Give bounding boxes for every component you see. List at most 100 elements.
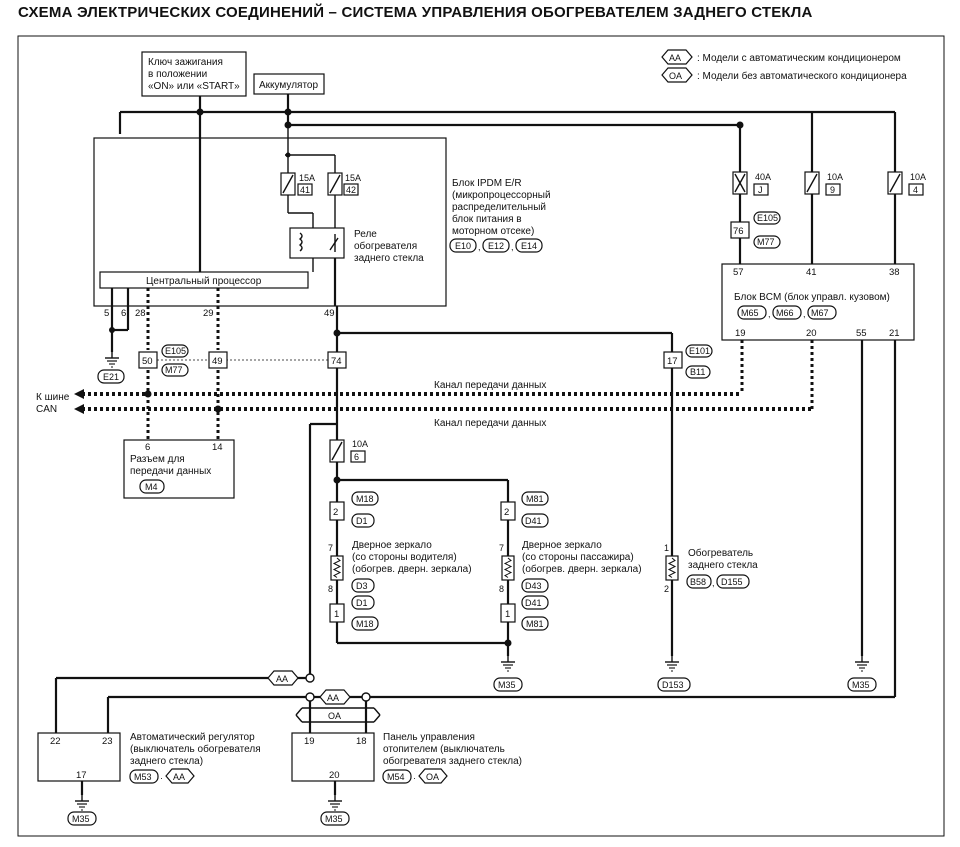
ignition-label-3: «ON» или «START» bbox=[148, 81, 240, 92]
rear-heater-conn-d155: D155 bbox=[721, 577, 743, 587]
svg-text:,: , bbox=[478, 242, 481, 252]
ipdm-label-1: Блок IPDM E/R bbox=[452, 178, 522, 189]
battery-label: Аккумулятор bbox=[259, 80, 318, 91]
mirror-driver-conn-d1b: D1 bbox=[356, 598, 368, 608]
relay-icon bbox=[289, 227, 345, 259]
jc76-conn-m77: M77 bbox=[757, 237, 775, 247]
mirror-pass-label-2: (со стороны пассажира) bbox=[522, 552, 634, 563]
jc-conn-m77: M77 bbox=[165, 365, 183, 375]
fuse-j-num: J bbox=[758, 185, 763, 195]
jc76-conn-e105: E105 bbox=[757, 213, 778, 223]
tag-aa-2: AA bbox=[327, 693, 339, 703]
mirror-pass-label-3: (обогрев. дверн. зеркала) bbox=[522, 563, 642, 575]
bcm-label: Блок BCM (блок управл. кузовом) bbox=[734, 291, 890, 303]
ground-e21: E21 bbox=[103, 372, 119, 382]
heater-panel-tag: OA bbox=[426, 772, 439, 782]
ipdm-pin-28: 28 bbox=[135, 308, 146, 319]
ipdm-pin-49: 49 bbox=[324, 308, 335, 319]
auto-reg-pin-22: 22 bbox=[50, 736, 61, 747]
fuse-j-amp: 40A bbox=[755, 172, 771, 182]
ground-m35-3: M35 bbox=[72, 814, 90, 824]
cpu-box bbox=[99, 271, 309, 289]
jc17-pin: 17 bbox=[667, 356, 678, 367]
oa-tag-icon bbox=[661, 67, 693, 83]
rear-heater-pin-2: 2 bbox=[664, 584, 669, 594]
relay-label-3: заднего стекла bbox=[354, 253, 424, 264]
mirror-driver-label-3: (обогрев. дверн. зеркала) bbox=[352, 563, 472, 575]
mirror-driver-conn-bot: M18 bbox=[356, 619, 374, 629]
rear-heater-label-1: Обогреватель bbox=[688, 547, 753, 559]
mirror-pass-pin-2: 2 bbox=[504, 507, 509, 518]
mirror-pass-conn-d41b: D41 bbox=[525, 598, 542, 608]
battery-box: Аккумулятор bbox=[253, 73, 325, 95]
bcm-pin-57: 57 bbox=[733, 267, 744, 278]
mirror-driver-pin-7: 7 bbox=[328, 543, 333, 553]
legend-aa-text: : Модели с автоматическим кондиционером bbox=[697, 53, 901, 64]
mirror-driver-label-1: Дверное зеркало bbox=[352, 540, 432, 551]
auto-reg-label-2: (выключатель обогревателя bbox=[130, 743, 261, 755]
heater-panel-pin-19: 19 bbox=[304, 736, 315, 747]
bcm-pin-21: 21 bbox=[889, 328, 900, 339]
auto-regulator: 22 23 17 Автоматический регулятор (выклю… bbox=[37, 732, 261, 784]
aa-tag-icon bbox=[661, 49, 693, 65]
ignition-label-1: Ключ зажигания bbox=[148, 57, 223, 68]
can-line-2-label: Канал передачи данных bbox=[434, 418, 546, 429]
mirror-driver: M18 2 D1 7 8 Дверное зеркало (со стороны… bbox=[328, 491, 472, 643]
fuse41-num: 41 bbox=[300, 185, 310, 195]
ipdm-label-5: моторном отсеке) bbox=[452, 226, 534, 237]
jc-pin-74: 74 bbox=[331, 356, 342, 367]
fuse6-amp: 10A bbox=[352, 439, 368, 449]
legend-aa-code: AA bbox=[669, 53, 681, 63]
bcm-conn-m65: M65 bbox=[741, 308, 759, 318]
data-link-connector: 6 14 Разъем для передачи данных M4 bbox=[123, 439, 235, 499]
jc-pin-49: 49 bbox=[212, 356, 223, 367]
fuse-4-amp: 10A bbox=[910, 172, 926, 182]
ipdm-label-2: (микропроцессорный bbox=[452, 190, 551, 201]
ipdm-conn-e10: E10 bbox=[455, 241, 471, 251]
can-label-1: К шине bbox=[36, 392, 70, 403]
mirror-pass-conn-top: M81 bbox=[526, 494, 544, 504]
ground-m35-4: M35 bbox=[325, 814, 343, 824]
svg-text:,: , bbox=[768, 309, 771, 319]
bcm-pin-38: 38 bbox=[889, 267, 900, 278]
svg-text:·: · bbox=[160, 773, 163, 783]
auto-reg-label-1: Автоматический регулятор bbox=[130, 732, 255, 743]
ipdm-label-4: блок питания в bbox=[452, 213, 522, 225]
bcm-conn-m66: M66 bbox=[776, 308, 794, 318]
auto-reg-pin-17: 17 bbox=[76, 770, 87, 781]
dlc-label-1: Разъем для bbox=[130, 454, 185, 465]
dlc-pin-14: 14 bbox=[212, 442, 223, 453]
jc-pin-50: 50 bbox=[142, 356, 153, 367]
mirror-driver-pin-2: 2 bbox=[333, 507, 338, 518]
mirror-driver-pin-8: 8 bbox=[328, 584, 333, 594]
auto-reg-pin-23: 23 bbox=[102, 736, 113, 747]
can-label-2: CAN bbox=[36, 404, 57, 415]
heater-panel-label-1: Панель управления bbox=[383, 732, 475, 743]
tag-aa-1: AA bbox=[276, 674, 288, 684]
svg-text:·: · bbox=[413, 773, 416, 783]
mirror-passenger: M81 2 D41 7 8 Дверное зеркало (со сторон… bbox=[499, 491, 642, 656]
legend-oa-text: : Модели без автоматического кондиционер… bbox=[697, 70, 907, 82]
heater-panel-label-3: обогревателя заднего стекла) bbox=[383, 755, 522, 767]
mirror-pass-pin-1: 1 bbox=[505, 609, 510, 620]
tag-oa-1: OA bbox=[328, 711, 341, 721]
can-line-1-label: Канал передачи данных bbox=[434, 380, 546, 391]
mirror-driver-conn-d3: D3 bbox=[356, 581, 368, 591]
mirror-pass-conn-bot: M81 bbox=[526, 619, 544, 629]
ignition-label-2: в положении bbox=[148, 69, 207, 80]
dlc-pin-6: 6 bbox=[145, 442, 150, 453]
heater-control-panel: 19 18 20 Панель управления отопителем (в… bbox=[291, 732, 522, 784]
jc-pin-76: 76 bbox=[733, 226, 744, 237]
mirror-driver-pin-1: 1 bbox=[334, 609, 339, 620]
legend: AA : Модели с автоматическим кондиционер… bbox=[661, 49, 907, 83]
heater-panel-conn: M54 bbox=[387, 772, 405, 782]
ipdm-pin-29: 29 bbox=[203, 308, 214, 319]
relay-label-1: Реле bbox=[354, 229, 377, 240]
jc-conn-e105: E105 bbox=[165, 346, 186, 356]
dlc-conn: M4 bbox=[145, 482, 158, 492]
mirror-pass-pin-8: 8 bbox=[499, 584, 504, 594]
ground-d153: D153 bbox=[662, 680, 684, 690]
mirror-pass-label-1: Дверное зеркало bbox=[522, 540, 602, 551]
bcm-pin-19: 19 bbox=[735, 328, 746, 339]
heater-panel-pin-18: 18 bbox=[356, 736, 367, 747]
